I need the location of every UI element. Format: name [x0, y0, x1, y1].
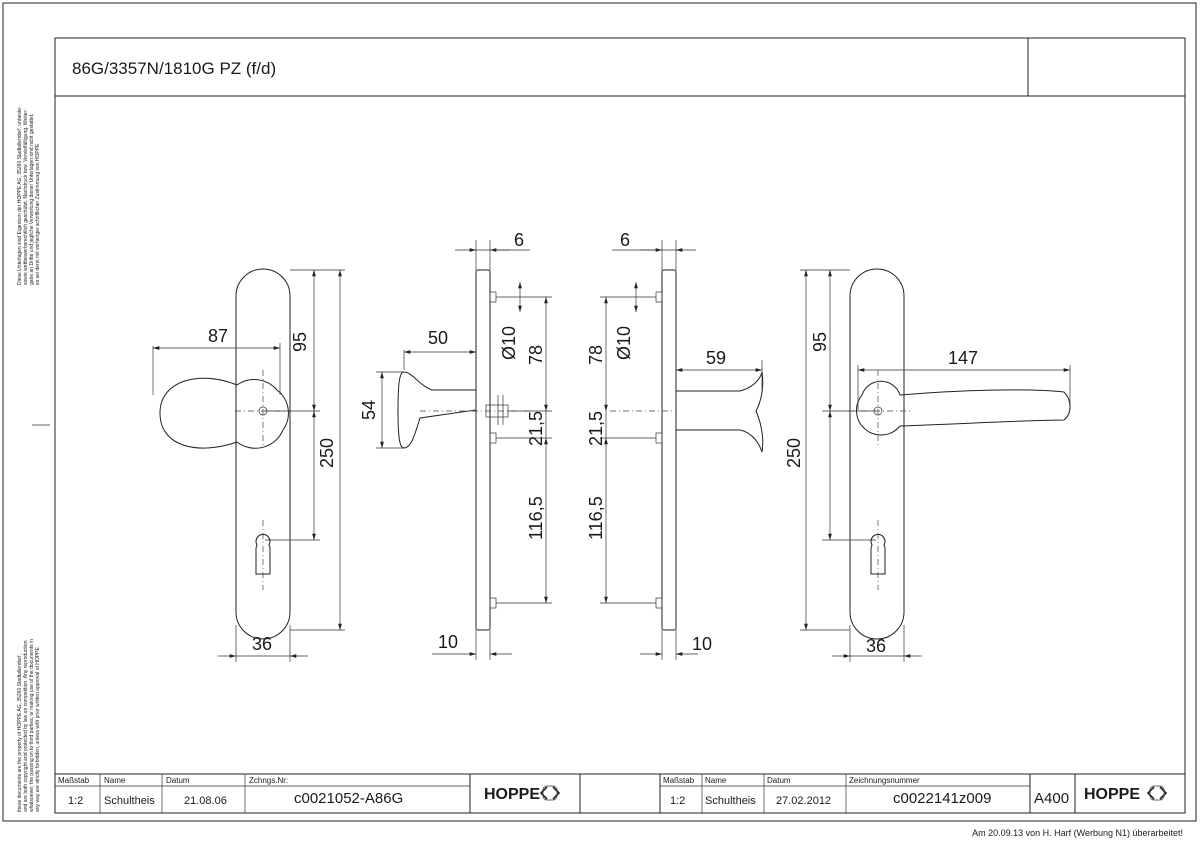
backplate-outline — [235, 268, 291, 640]
dim-6-right: 6 — [620, 230, 630, 250]
date-left: 21.08.06 — [184, 795, 227, 807]
dim-59: 59 — [706, 348, 726, 368]
dim-21-left: 21,5 — [526, 411, 546, 446]
lever-profile — [675, 371, 764, 453]
dim-21-right: 21,5 — [586, 411, 606, 446]
dim-50: 50 — [428, 328, 448, 348]
svg-text:any way are strictly forbidden: any way are strictly forbidden, unless w… — [35, 647, 41, 812]
scale-right: 1:2 — [670, 795, 685, 807]
hoppe-logo-icon-left — [539, 785, 561, 801]
backplate-side-right — [661, 269, 677, 631]
dim-95-left: 95 — [290, 332, 310, 352]
svg-text:sowie wettbewerbsrechtlich ges: sowie wettbewerbsrechtlich geschützt. Na… — [23, 109, 29, 285]
dim-78-right: 78 — [586, 345, 606, 365]
dim-36-right: 36 — [866, 636, 886, 656]
svg-text:Name: Name — [104, 776, 126, 785]
svg-text:Maßstab: Maßstab — [58, 776, 90, 785]
dim-78-left: 78 — [526, 345, 546, 365]
backplate-outline-right — [849, 268, 905, 640]
dim-95-right: 95 — [810, 332, 830, 352]
knob-profile — [397, 371, 477, 449]
outer-frame — [2, 2, 1197, 822]
dim-116-left: 116,5 — [526, 496, 546, 540]
svg-text:and are both copyright and pro: and are both copyright and protected by … — [23, 640, 29, 812]
revision-note: Am 20.09.13 von H. Harf (Werbung N1) übe… — [972, 828, 1183, 838]
cylinder-hole — [255, 533, 271, 575]
backplate-side — [475, 269, 491, 631]
drawing-title: 86G/3357N/1810G PZ (f/d) — [72, 59, 276, 78]
svg-text:gabe an Dritte und jegliche Ve: gabe an Dritte und jegliche Verwertung d… — [29, 114, 35, 286]
dim-250-right: 250 — [784, 438, 804, 468]
dim-6-left: 6 — [514, 230, 524, 250]
name-right: Schultheis — [705, 795, 756, 807]
svg-text:Datum: Datum — [767, 776, 791, 785]
lever-outline — [855, 380, 1071, 436]
svg-text:these documents are the proper: these documents are the property of HOPP… — [17, 654, 23, 812]
dim-54: 54 — [359, 400, 379, 420]
svg-text:es sei denn mit vorheriger sch: es sei denn mit vorheriger schriftlicher… — [35, 143, 41, 285]
drawing-no-left: c0021052-A86G — [294, 790, 403, 807]
svg-text:Zeichnungsnummer: Zeichnungsnummer — [849, 776, 920, 785]
copyright-en: these documents are the property of HOPP… — [17, 639, 41, 812]
hoppe-logo-icon-right — [1146, 785, 1168, 801]
name-left: Schultheis — [104, 795, 155, 807]
title-block: Maßstab 1:2 Name Schultheis Datum 21.08.… — [55, 773, 1185, 813]
svg-text:whatsoever, the passing on to: whatsoever, the passing on to third part… — [29, 639, 35, 812]
dim-d10-right: Ø10 — [614, 326, 634, 360]
dim-250-left: 250 — [317, 438, 337, 468]
lever-side-view: 6 Ø10 78 21,5 116,5 59 10 — [586, 230, 764, 660]
date-right: 27.02.2012 — [776, 795, 831, 807]
copyright-de: Diese Unterlagen sind Eigentum der HOPPE… — [17, 106, 41, 285]
knob-front-view: 87 95 250 36 — [152, 268, 345, 662]
dim-36-left: 36 — [252, 634, 272, 654]
dim-116-right: 116,5 — [586, 496, 606, 540]
svg-text:Datum: Datum — [166, 776, 190, 785]
svg-text:Maßstab: Maßstab — [663, 776, 695, 785]
dim-147: 147 — [948, 348, 978, 368]
hoppe-logo-left: HOPPE — [484, 786, 540, 803]
drawing-frame — [54, 37, 1186, 814]
knob-side-view: 6 50 54 Ø10 78 21,5 116,5 10 — [359, 230, 552, 660]
svg-text:Zchngs.Nr:: Zchngs.Nr: — [249, 776, 288, 785]
knob-outline — [159, 377, 289, 449]
drawing-no-right: c0022141z009 — [893, 790, 991, 807]
scale-left: 1:2 — [68, 795, 83, 807]
dim-10-right: 10 — [692, 634, 712, 654]
dim-87: 87 — [208, 326, 228, 346]
hoppe-logo-right: HOPPE — [1084, 786, 1140, 803]
format-code: A400 — [1034, 790, 1069, 807]
dim-d10-left: Ø10 — [499, 326, 519, 360]
lever-front-view: 147 95 250 36 — [784, 268, 1071, 662]
dim-10-left: 10 — [438, 632, 458, 652]
svg-text:Diese Unterlagen sind Eigentum: Diese Unterlagen sind Eigentum der HOPPE… — [17, 106, 23, 285]
svg-text:Name: Name — [705, 776, 727, 785]
